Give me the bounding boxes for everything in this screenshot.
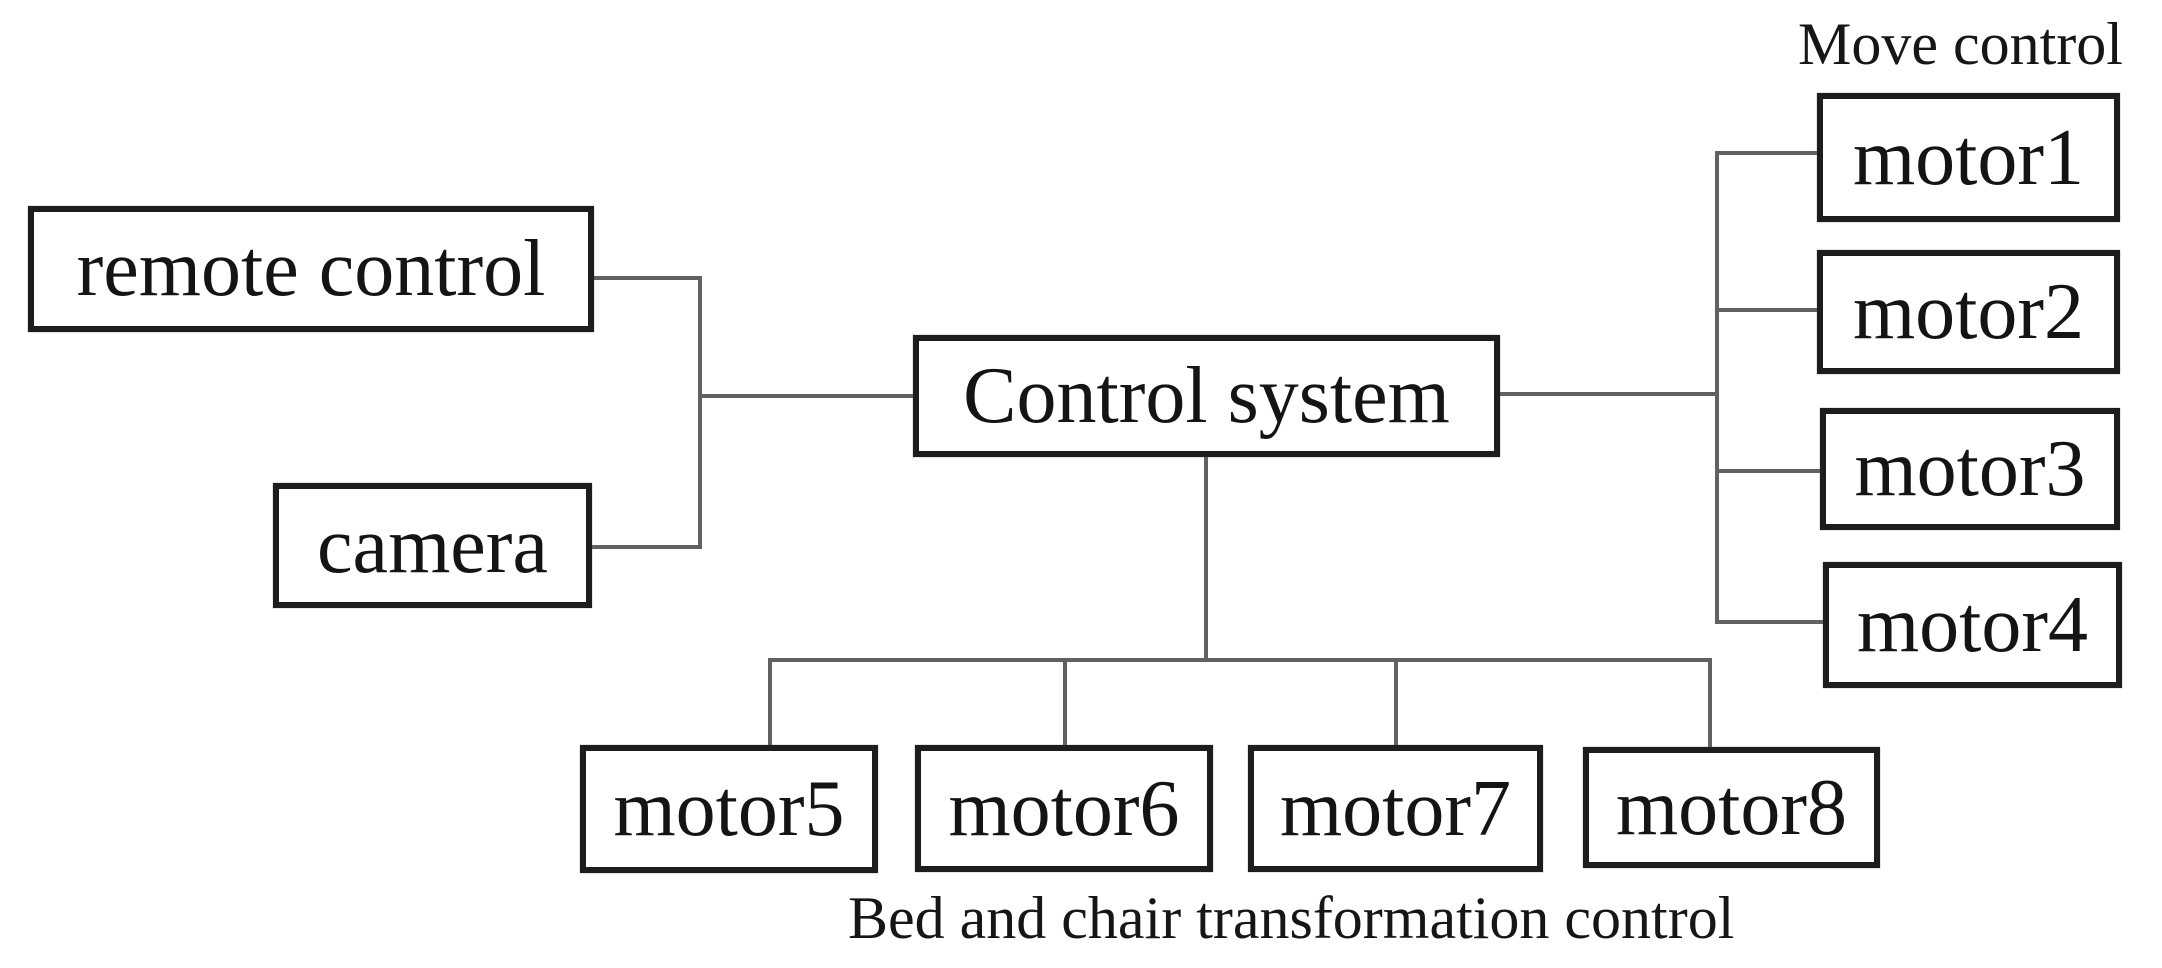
node-remote-control: remote control [28, 206, 594, 332]
node-control-system: Control system [913, 335, 1500, 457]
connector-control-system-down [1204, 457, 1208, 662]
node-motor6: motor6 [915, 745, 1213, 872]
label-move-control: Move control [1798, 11, 2123, 77]
node-motor3: motor3 [1820, 408, 2120, 530]
node-motor4: motor4 [1823, 562, 2122, 688]
node-motor2: motor2 [1817, 250, 2120, 374]
node-camera: camera [273, 483, 592, 608]
connector-camera-out [592, 545, 700, 549]
label-bed-chair-transformation-control: Bed and chair transformation control [848, 885, 1735, 951]
connector-remote-control-out [594, 276, 702, 280]
connector-stub-motor6 [1063, 658, 1067, 745]
node-motor7: motor7 [1248, 745, 1543, 872]
connector-stub-motor1 [1717, 151, 1817, 155]
connector-stub-motor7 [1394, 658, 1398, 745]
connector-stub-motor4 [1717, 620, 1823, 624]
connector-right-bus-vertical [1715, 151, 1719, 624]
connector-stub-motor5 [768, 658, 772, 745]
node-motor1: motor1 [1817, 93, 2120, 222]
node-motor8: motor8 [1583, 747, 1880, 868]
connector-left-junction-vertical [698, 276, 702, 549]
connector-control-system-to-right-bus [1500, 392, 1717, 396]
connector-stub-motor2 [1717, 308, 1817, 312]
connector-stub-motor8 [1708, 658, 1712, 747]
node-motor5: motor5 [580, 745, 878, 873]
connector-junction-to-control-system [700, 394, 913, 398]
connector-bottom-bus-horizontal [768, 658, 1712, 662]
connector-stub-motor3 [1717, 469, 1820, 473]
